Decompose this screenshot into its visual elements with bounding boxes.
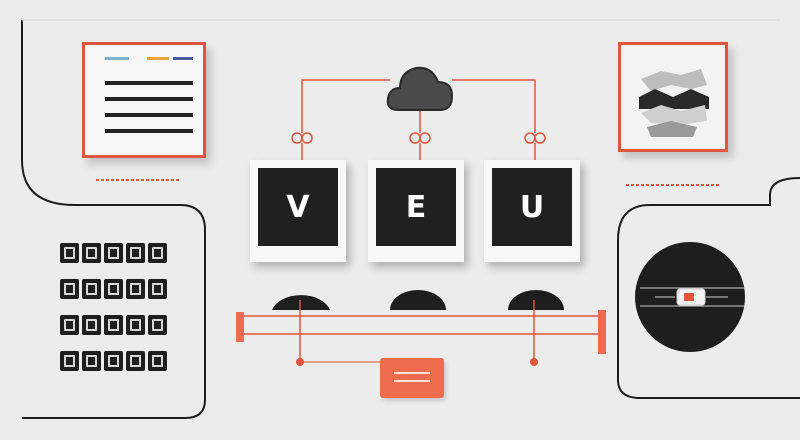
document-card[interactable]: [82, 42, 206, 158]
grid-block: [60, 279, 79, 299]
grid-block: [126, 243, 145, 263]
grid-block: [126, 279, 145, 299]
block-row: [60, 351, 167, 371]
grid-block: [104, 243, 123, 263]
doc-text-line: [105, 129, 193, 133]
block-grid: [60, 243, 167, 371]
grid-block: [104, 315, 123, 335]
grid-block: [126, 351, 145, 371]
grid-block: [148, 279, 167, 299]
grid-block: [82, 243, 101, 263]
torn-paper-icon: [639, 69, 709, 137]
grid-block: [82, 279, 101, 299]
grid-block: [82, 315, 101, 335]
grid-block: [148, 243, 167, 263]
doc-text-line: [105, 97, 193, 101]
toggle-icon[interactable]: [676, 288, 706, 306]
grid-block: [60, 351, 79, 371]
frame-letter: E: [376, 168, 456, 246]
frame-letter: U: [492, 168, 572, 246]
image-card[interactable]: [618, 42, 728, 152]
grid-block: [60, 315, 79, 335]
orange-action-button[interactable]: [380, 358, 444, 398]
doc-text-line: [105, 113, 193, 117]
doc-tab-blue: [105, 57, 129, 60]
cloud-icon: [386, 66, 454, 111]
letter-frame-v[interactable]: V: [250, 160, 346, 262]
grid-block: [104, 279, 123, 299]
doc-text-line: [105, 81, 193, 85]
letter-frame-e[interactable]: E: [368, 160, 464, 262]
grid-block: [60, 243, 79, 263]
block-row: [60, 315, 167, 335]
letter-frame-u[interactable]: U: [484, 160, 580, 262]
block-row: [60, 243, 167, 263]
doc-tab-orange: [147, 57, 169, 60]
block-row: [60, 279, 167, 299]
grid-block: [148, 315, 167, 335]
grid-block: [104, 351, 123, 371]
grid-block: [126, 315, 145, 335]
grid-block: [82, 351, 101, 371]
grid-block: [148, 351, 167, 371]
frame-letter: V: [258, 168, 338, 246]
doc-tab-navy: [173, 57, 193, 60]
